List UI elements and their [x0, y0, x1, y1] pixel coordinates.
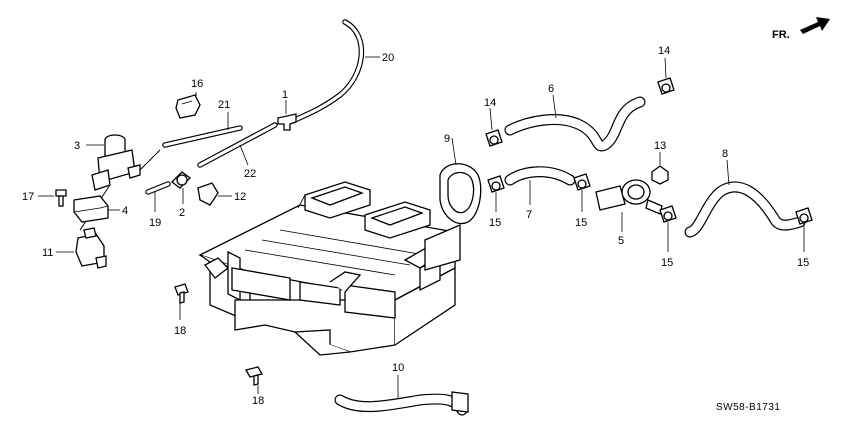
heater-unit-housing [198, 181, 461, 356]
callout-8: 8 [722, 148, 728, 160]
callout-6: 6 [548, 83, 554, 95]
callout-1: 1 [282, 89, 288, 101]
callout-21: 21 [218, 99, 230, 111]
front-direction-indicator: FR. [772, 17, 830, 41]
callout-20: 20 [382, 52, 394, 64]
part-5-valve: 5 [595, 179, 663, 247]
callout-12: 12 [234, 191, 246, 203]
callout-15a: 15 [489, 217, 501, 229]
callout-14a: 14 [484, 97, 496, 109]
part-15-clip-c: 15 [659, 205, 677, 269]
front-label: FR. [772, 29, 790, 41]
callout-4: 4 [122, 205, 128, 217]
part-15-clip-d: 15 [795, 207, 813, 269]
part-11-sensor: 11 [42, 227, 107, 269]
front-arrow-icon [800, 17, 830, 34]
part-4-mount: 4 [73, 195, 128, 223]
callout-22: 22 [244, 168, 256, 180]
part-8-hose: 8 [684, 148, 806, 238]
part-12-clip: 12 [197, 182, 246, 206]
diagram-code: SW58-B1731 [716, 402, 780, 413]
part-14-clip-b: 14 [657, 45, 675, 95]
part-15-clip-a: 15 [487, 175, 505, 229]
callout-18a: 18 [174, 325, 186, 337]
callout-16: 16 [191, 78, 203, 90]
part-9-grommet: 9 [439, 133, 482, 225]
part-3-solenoid-valve: 3 [74, 134, 161, 231]
callout-14b: 14 [658, 45, 670, 57]
callout-7: 7 [526, 209, 532, 221]
callout-13: 13 [654, 140, 666, 152]
part-18-bolt-b: 18 [245, 366, 264, 407]
callout-11: 11 [42, 247, 53, 259]
callout-10: 10 [392, 362, 404, 374]
part-6-hose: 6 [504, 83, 646, 152]
part-20-vacuum-tube: 20 [292, 19, 394, 123]
callout-9: 9 [444, 133, 450, 145]
part-22-tube: 22 [197, 122, 278, 180]
part-14-clip-a: 14 [484, 97, 503, 147]
callout-15b: 15 [575, 217, 587, 229]
part-1-joint: 1 [277, 89, 297, 131]
callout-17: 17 [22, 191, 34, 203]
part-15-clip-b: 15 [573, 173, 591, 229]
callout-19: 19 [149, 217, 161, 229]
part-17-bolt: 17 [22, 189, 67, 207]
callout-5: 5 [618, 235, 624, 247]
callout-3: 3 [74, 140, 80, 152]
part-7-hose: 7 [504, 166, 576, 221]
callout-15d: 15 [797, 257, 809, 269]
part-16-clip: 16 [175, 78, 203, 119]
part-18-bolt-a: 18 [174, 283, 189, 337]
part-19-tube: 19 [145, 181, 171, 229]
part-10-hose: 10 [334, 362, 469, 416]
part-13-cap: 13 [651, 140, 669, 185]
callout-15c: 15 [661, 257, 673, 269]
callout-18b: 18 [252, 395, 264, 407]
part-21-tube: 21 [162, 99, 243, 148]
part-2-check-valve: 2 [171, 171, 191, 219]
callout-2: 2 [179, 207, 185, 219]
